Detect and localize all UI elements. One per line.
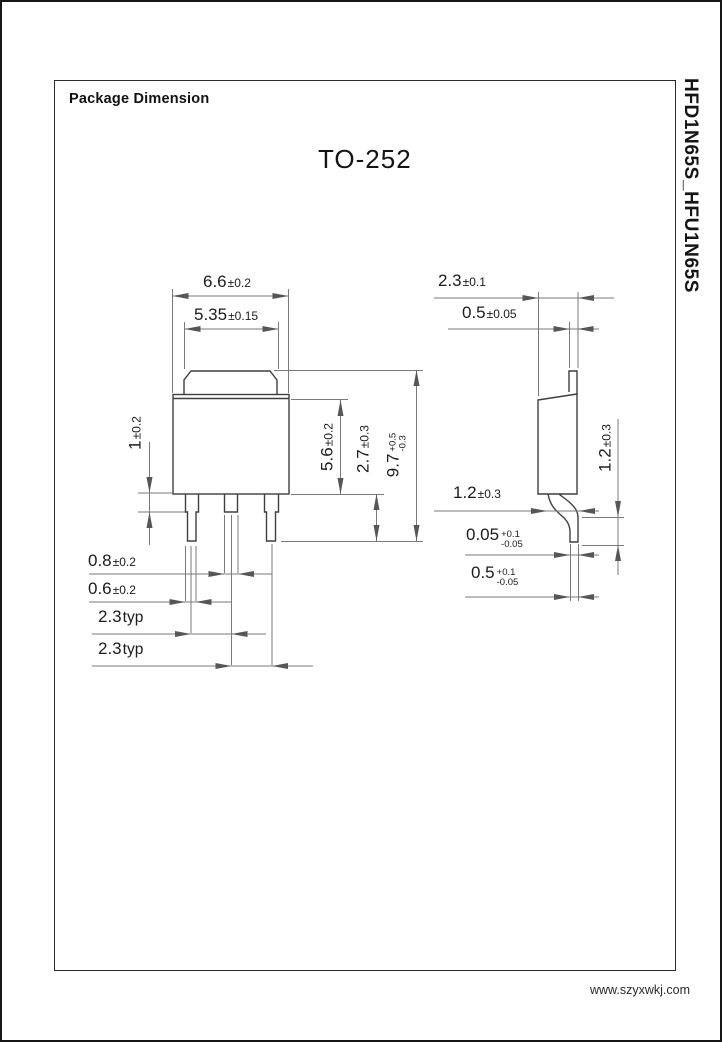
- dim-tolerance-stack: +0.1-0.05: [501, 529, 523, 551]
- dim-tolerance-minus: -0.3: [397, 435, 409, 452]
- dim-value: 1.2: [595, 448, 615, 472]
- dim-tolerance: ±0.15: [228, 309, 259, 323]
- dim-front-mid-lead-width: 0.8±0.2: [88, 552, 136, 569]
- dim-side-tab-thickness: 0.5±0.05: [462, 304, 517, 321]
- front-lead-middle: [223, 494, 239, 513]
- dim-value: 0.5: [462, 303, 486, 322]
- dim-value: 5.35: [194, 305, 228, 324]
- dim-tolerance: ±0.3: [599, 424, 614, 448]
- dim-tolerance-plus: +0.1: [496, 567, 516, 578]
- dim-tolerance: ±0.2: [321, 423, 336, 447]
- dim-value: 0.5: [471, 563, 495, 582]
- footer-website: www.szyxwkj.com: [590, 983, 691, 997]
- side-body-outline: [537, 393, 578, 495]
- dim-tolerance: ±0.3: [477, 487, 501, 501]
- dim-tolerance-stack: +0.5-0.3: [387, 433, 409, 452]
- dim-suffix: typ: [122, 609, 144, 626]
- dim-value: 2.3: [98, 639, 122, 658]
- dim-value: 2.3: [438, 271, 462, 290]
- dim-tolerance-stack: +0.1-0.05: [496, 567, 519, 589]
- dimension-arrows: [146, 293, 621, 669]
- dim-front-body-height: 5.6±0.2: [317, 423, 337, 471]
- side-lead-outline: [547, 493, 579, 543]
- dim-front-overall-height: 9.7+0.5-0.3: [383, 433, 412, 478]
- dim-side-standoff: 0.05+0.1-0.05: [466, 526, 523, 554]
- content-border: [54, 80, 676, 971]
- page-title: Package Dimension: [69, 91, 210, 107]
- dim-tolerance: ±0.2: [129, 416, 144, 440]
- front-tab-outline: [183, 370, 278, 394]
- dim-front-lead-shoulder: 1±0.2: [125, 416, 145, 450]
- dim-tolerance: ±0.1: [462, 275, 486, 289]
- dim-tolerance: ±0.3: [357, 425, 372, 449]
- part-outlines: [172, 370, 579, 543]
- dim-value: 2.3: [98, 607, 122, 626]
- dim-front-tab-width: 5.35±0.15: [194, 306, 258, 323]
- dim-value: 9.7: [383, 453, 403, 478]
- dim-value: 1.2: [453, 483, 477, 502]
- side-tab-outline: [568, 370, 578, 394]
- dim-suffix: typ: [122, 641, 144, 658]
- dim-tolerance: ±0.05: [486, 307, 517, 321]
- dim-side-lead-bend: 1.2±0.3: [453, 484, 501, 501]
- dim-side-lead-thickness: 0.5+0.1-0.05: [471, 564, 518, 592]
- dim-tolerance-plus: +0.1: [501, 529, 520, 540]
- dim-value: 1: [125, 440, 145, 450]
- dim-side-body-thickness: 2.3±0.1: [438, 272, 486, 289]
- front-lead-right: [263, 494, 280, 542]
- dim-tolerance: ±0.2: [227, 276, 251, 290]
- dim-tolerance-minus: -0.05: [496, 577, 519, 589]
- dim-tolerance-minus: -0.05: [501, 539, 523, 551]
- dim-tolerance: ±0.2: [112, 583, 136, 597]
- dim-tolerance: ±0.2: [112, 555, 136, 569]
- dimension-lines: [89, 289, 624, 667]
- dim-front-lead-length: 2.7±0.3: [353, 425, 373, 473]
- front-body-outline: [172, 393, 290, 495]
- dim-value: 2.7: [353, 449, 373, 473]
- package-name: TO-252: [318, 144, 412, 174]
- dim-value: 0.6: [88, 579, 112, 598]
- dim-value: 0.8: [88, 551, 112, 570]
- dim-side-lead-height: 1.2±0.3: [595, 424, 615, 472]
- front-lead-left: [184, 494, 200, 542]
- dim-value: 0.05: [466, 525, 500, 544]
- dim-value: 6.6: [203, 272, 227, 291]
- dim-value: 5.6: [317, 447, 337, 471]
- dim-front-lead-width: 0.6±0.2: [88, 580, 136, 597]
- dim-front-body-width: 6.6±0.2: [203, 273, 251, 290]
